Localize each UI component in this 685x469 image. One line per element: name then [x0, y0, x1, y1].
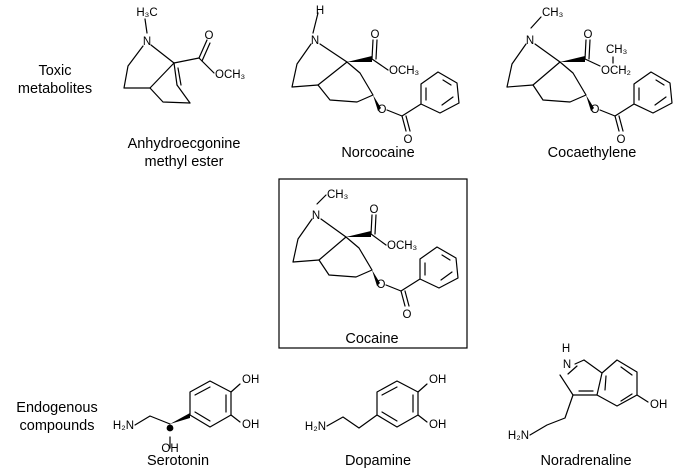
cocaine-wedge-oxy: [372, 270, 380, 286]
serotonin-wedge: [170, 413, 190, 424]
norcocaine-atom-h: H: [316, 5, 324, 17]
anhydro-name-line1: Anhydroecgonine: [128, 136, 241, 152]
cocaine-atom-methyl: CH₃: [327, 189, 349, 201]
norcocaine-atom-ester: OCH₃: [389, 65, 420, 77]
cocaine-atom-n: N: [312, 210, 320, 222]
norcocaine-bonds: [291, 12, 460, 132]
cocaine-atom-carbonyl-o: O: [370, 204, 379, 216]
noradrenaline-bonds: [529, 359, 649, 436]
cocaine-atom-ester: OCH₃: [387, 240, 418, 252]
cocaethylene-atom-link-o: O: [591, 104, 600, 116]
noradrenaline-atom-n: N: [563, 359, 571, 371]
anhydro-atom-carbonyl-o: O: [205, 30, 214, 42]
norcocaine-atom-benzoyl-o: O: [404, 134, 413, 146]
norcocaine-atom-link-o: O: [378, 104, 387, 116]
cocaine-highlight-box: [278, 178, 468, 349]
molecule-cocaethylene: N CH₃ O OCH₂ CH₃ O O Cocaethylene: [506, 7, 673, 161]
group-label-endogenous-line1: Endogenous: [16, 400, 97, 416]
noradrenaline-atom-amine: H₂N: [508, 430, 529, 442]
cocaethylene-atom-ester-o: OCH₂: [601, 65, 631, 77]
molecule-serotonin: H₂N OH OH OH Serotonin: [113, 374, 259, 469]
cocaethylene-bonds: [506, 16, 673, 132]
cocaethylene-atom-carbonyl-o: O: [584, 29, 593, 41]
cocaine-atom-benzoyl-o: O: [403, 309, 412, 321]
cocaethylene-atom-methyl: CH₃: [542, 7, 564, 19]
serotonin-stereocenter: [166, 424, 174, 432]
dopamine-atom-oh-bottom: OH: [429, 419, 446, 431]
serotonin-atom-hydroxyl: OH: [161, 443, 178, 455]
noradrenaline-atom-h: H: [562, 343, 570, 355]
cocaethylene-wedge-oxy: [586, 95, 594, 111]
serotonin-name: Serotonin: [147, 453, 209, 469]
group-label-toxic-line1: Toxic: [38, 63, 71, 79]
molecule-anhydroecgonine-methyl-ester: H₃C N O OCH₃ Anhydroecgonine methyl este…: [123, 7, 246, 170]
molecule-cocaine: N CH₃ O OCH₃ O O Cocaine: [278, 178, 468, 349]
cocaethylene-atom-benzoyl-o: O: [617, 134, 626, 146]
molecule-norcocaine: H N O OCH₃ O O Norcocaine: [291, 5, 460, 161]
noradrenaline-atom-oh: OH: [650, 399, 667, 411]
dopamine-atom-amine: H₂N: [305, 421, 326, 433]
norcocaine-name: Norcocaine: [341, 145, 414, 161]
molecule-dopamine: H₂N OH OH Dopamine: [305, 374, 446, 469]
anhydro-atom-ester: OCH₃: [215, 69, 246, 81]
norcocaine-atom-carbonyl-o: O: [371, 29, 380, 41]
group-label-toxic-line2: metabolites: [18, 81, 92, 97]
cocaethylene-wedge-ester: [560, 56, 585, 62]
dopamine-bonds: [326, 380, 428, 429]
serotonin-atom-amine: H₂N: [113, 420, 134, 432]
cocaethylene-atom-n: N: [526, 35, 534, 47]
cocaine-atom-link-o: O: [377, 279, 386, 291]
norcocaine-atom-n: N: [311, 35, 319, 47]
molecule-noradrenaline: H N H₂N OH Noradrenaline: [508, 343, 667, 469]
cocaine-name: Cocaine: [345, 331, 398, 347]
norcocaine-wedge-ester: [347, 56, 372, 62]
cocaethylene-atom-ethyl: CH₃: [606, 44, 628, 56]
anhydro-bonds: [123, 18, 215, 104]
group-label-endogenous-line2: compounds: [20, 418, 95, 434]
anhydro-atom-methyl: H₃C: [136, 7, 157, 19]
cocaine-wedge-ester: [346, 231, 371, 237]
dopamine-name: Dopamine: [345, 453, 411, 469]
cocaine-bonds: [292, 194, 459, 307]
dopamine-atom-oh-top: OH: [429, 374, 446, 386]
norcocaine-wedge-oxy: [373, 95, 381, 111]
noradrenaline-name: Noradrenaline: [540, 453, 631, 469]
anhydro-atom-n: N: [143, 36, 151, 48]
anhydro-name-line2: methyl ester: [145, 154, 224, 170]
cocaethylene-name: Cocaethylene: [548, 145, 637, 161]
serotonin-atom-oh-top: OH: [242, 374, 259, 386]
serotonin-atom-oh-bottom: OH: [242, 419, 259, 431]
